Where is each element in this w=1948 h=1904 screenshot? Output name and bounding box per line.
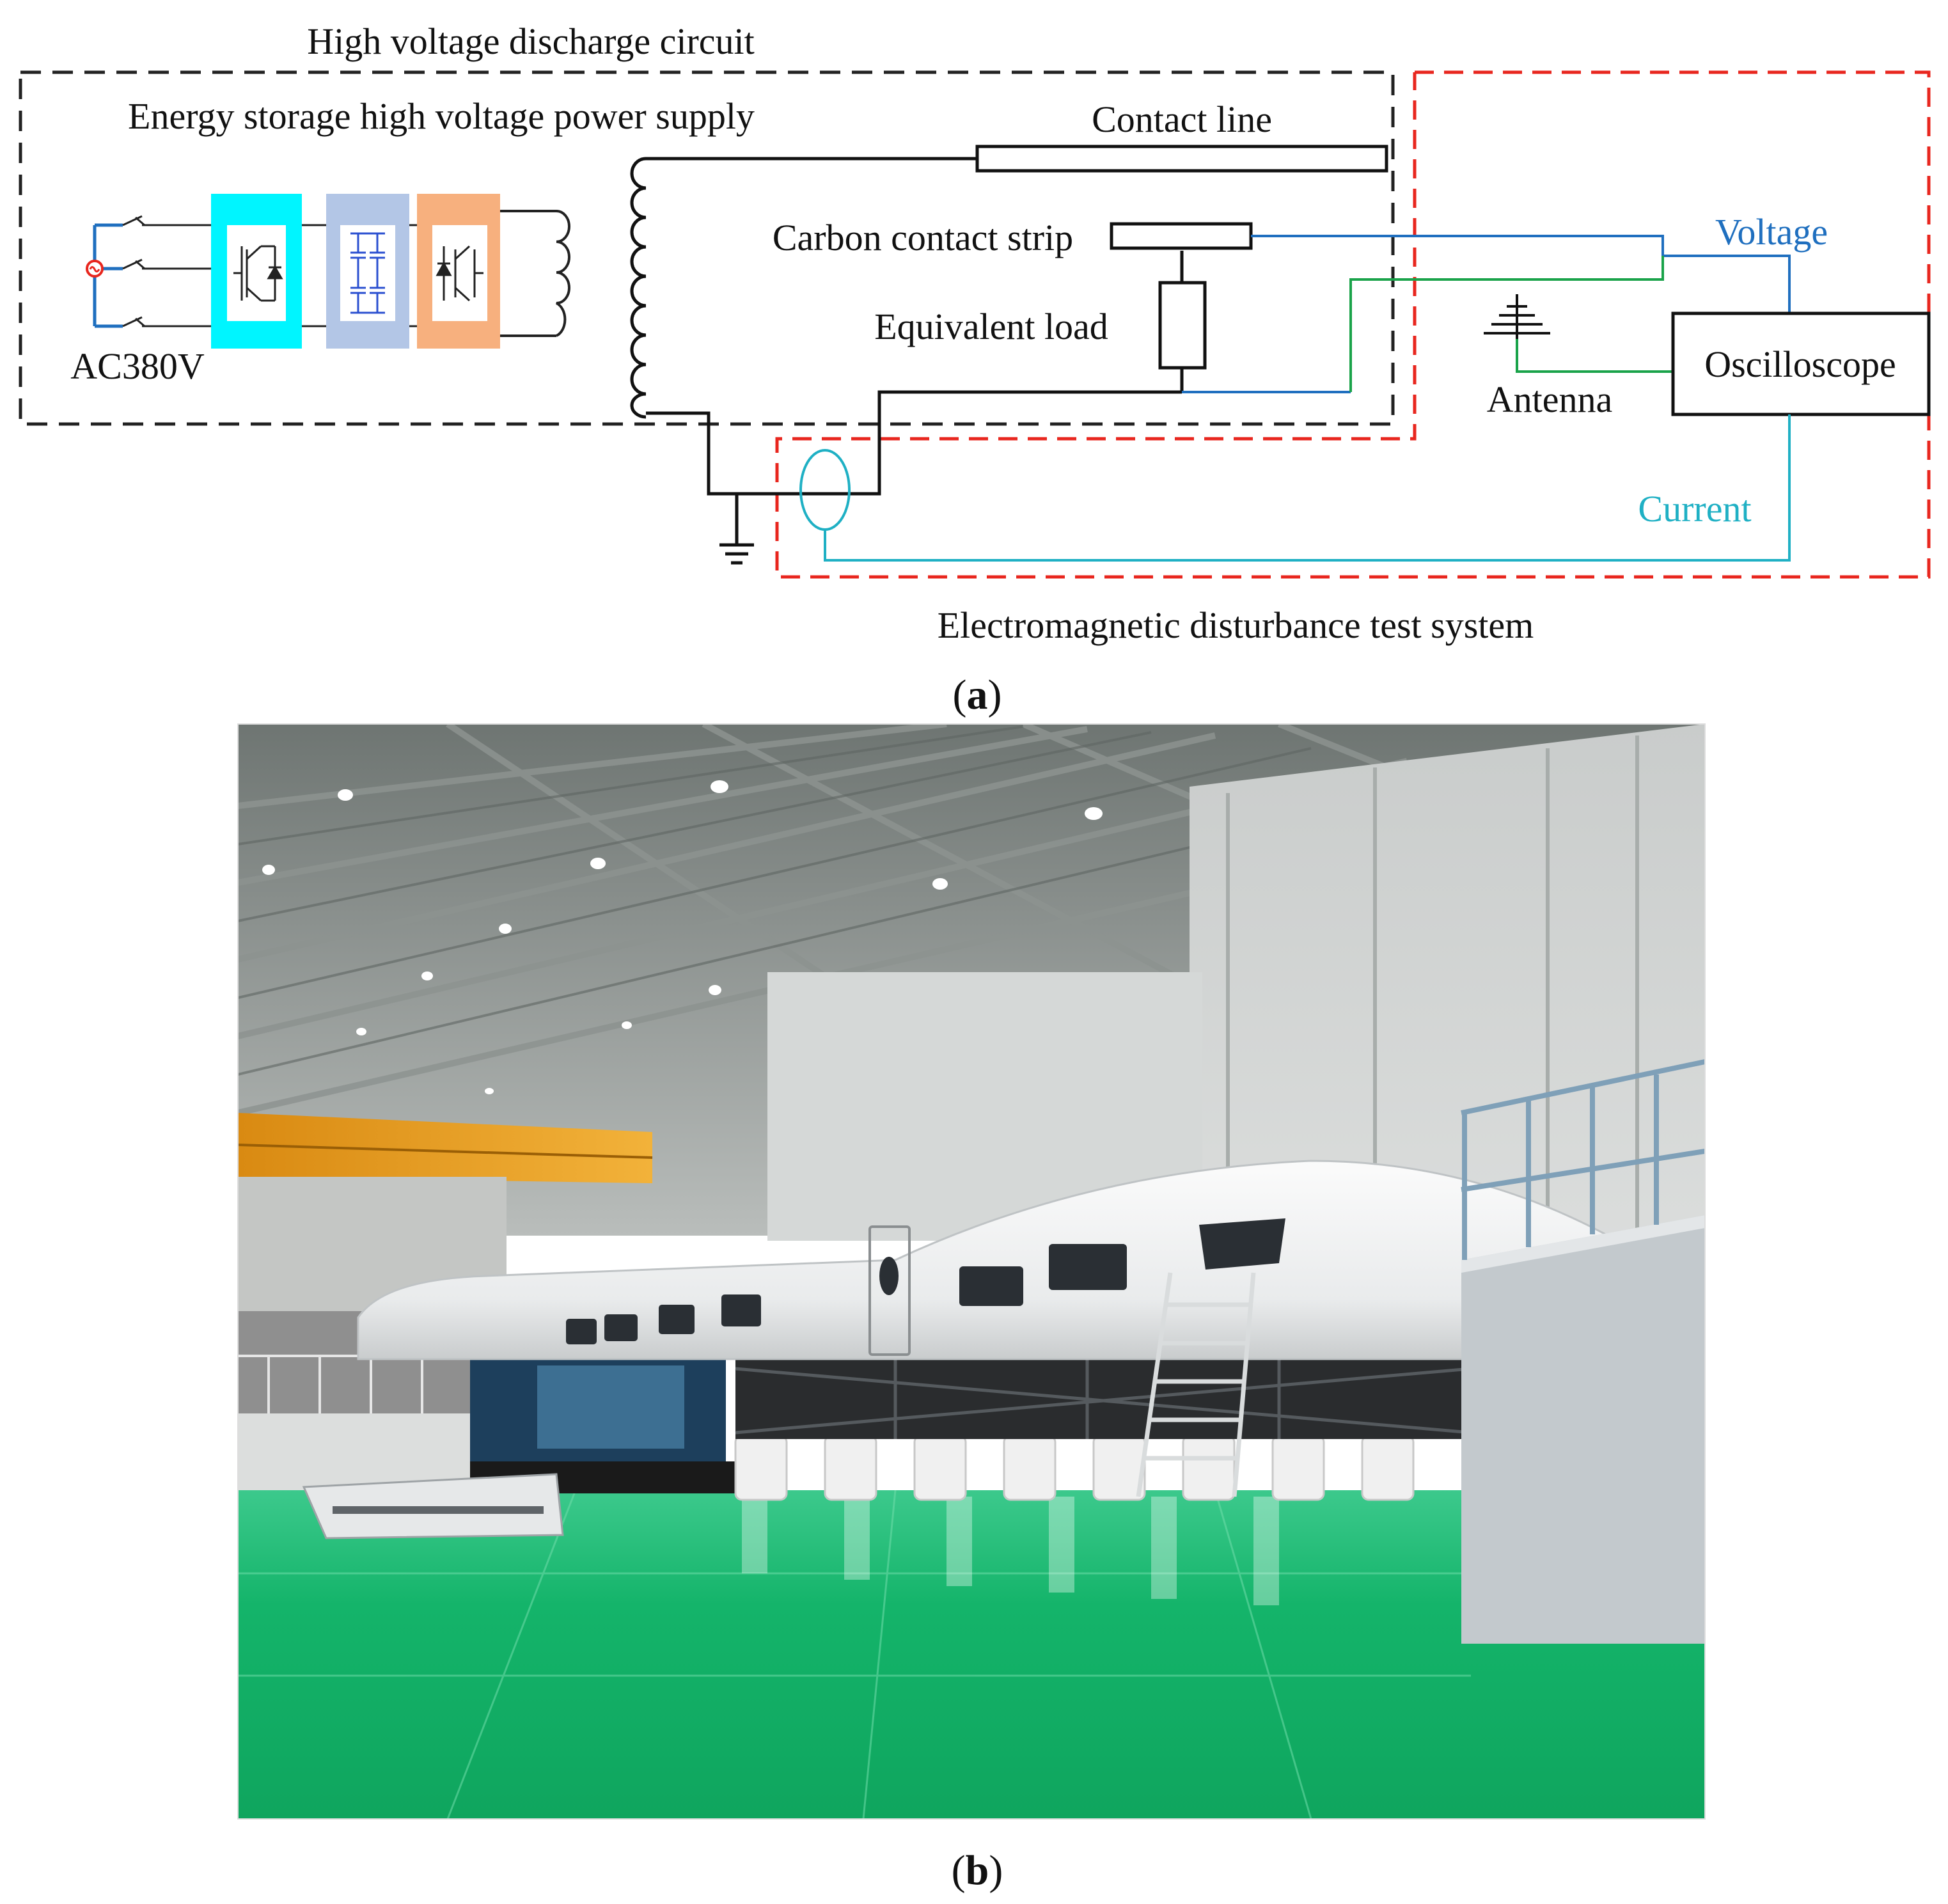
capacitor-icon (326, 194, 409, 349)
test-system-title: Electromagnetic disturbance test system (938, 604, 1534, 646)
carbon-strip-label: Carbon contact strip (773, 217, 1073, 258)
equivalent-load-label: Equivalent load (874, 306, 1108, 347)
contact-line-bar (975, 145, 1388, 173)
rectifier-icon (211, 194, 302, 349)
caption-b-letter: b (966, 1847, 989, 1894)
carbon-strip-bar (1110, 222, 1253, 250)
caption-a-letter: a (967, 672, 988, 718)
oscilloscope-box (1671, 311, 1931, 416)
photo-b (238, 724, 1705, 1819)
current-label: Current (1638, 488, 1751, 530)
ladder-icon (1136, 1272, 1256, 1497)
current-probe-icon (799, 449, 851, 531)
train-icon (357, 1160, 1613, 1360)
inverter-icon (417, 194, 500, 349)
crane-icon (238, 1113, 653, 1183)
hv-circuit-title: High voltage discharge circuit (307, 20, 755, 62)
ac-source-icon (86, 215, 211, 328)
test-system-box (775, 70, 1931, 579)
photo-frame (237, 723, 1706, 1820)
current-wiring (799, 414, 1791, 562)
railing-icon (1461, 1059, 1705, 1644)
antenna-icon (1484, 294, 1550, 339)
hv-wiring (630, 157, 1184, 565)
ac-source-label: AC380V (70, 345, 205, 387)
antenna-label: Antenna (1487, 379, 1613, 420)
hv-circuit-box (19, 70, 1395, 426)
ceiling-lights (262, 780, 1103, 1094)
contact-line-label: Contact line (1092, 98, 1272, 140)
train-pedestals (734, 1435, 1415, 1501)
oscilloscope-label: Oscilloscope (1704, 343, 1896, 385)
voltage-label: Voltage (1715, 211, 1828, 253)
power-supply-label: Energy storage high voltage power supply (128, 95, 755, 137)
caption-b: (b) (952, 1847, 1003, 1894)
output-coil-icon (500, 210, 570, 337)
equivalent-load-resistor (1158, 281, 1207, 370)
caption-a: (a) (953, 672, 1002, 718)
diagram-a: High voltage discharge circuit Energy st… (19, 20, 1931, 718)
antenna-wiring (1349, 256, 1673, 392)
